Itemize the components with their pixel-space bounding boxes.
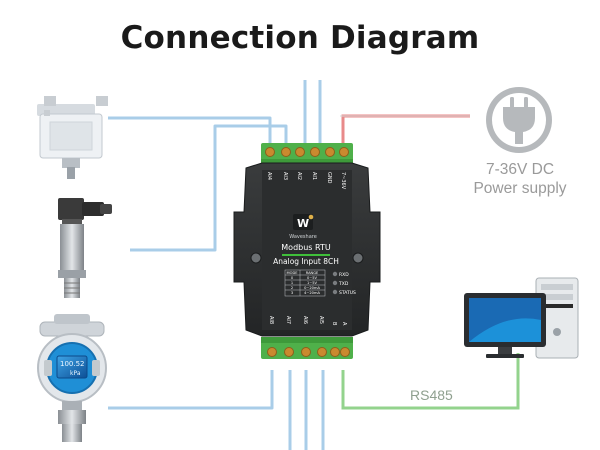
terminal-label-ai1: AI1	[311, 172, 317, 180]
led-label-txd: TXD	[338, 281, 349, 287]
mode-row-3-mode: 3	[291, 291, 293, 295]
top-terminal-block	[261, 143, 353, 165]
terminal-label-ai8: AI8	[268, 316, 274, 324]
humidity-sensor	[37, 96, 108, 179]
terminal-label-ai4: AI4	[266, 172, 272, 180]
pressure-sensor	[58, 198, 112, 298]
module-body: W	[233, 162, 381, 337]
wire-rs485	[341, 353, 520, 410]
rs485-label: RS485	[410, 387, 453, 403]
mode-row-1-mode: 1	[291, 281, 293, 285]
wire-ai4	[108, 116, 272, 145]
mode-row-0-range: 0~5V	[307, 276, 318, 280]
terminal-label-ai2: AI2	[296, 172, 302, 180]
power-supply-text: Power supply	[473, 180, 567, 197]
terminal-label-ai6: AI6	[302, 316, 308, 324]
terminal-label-ai7: AI7	[285, 316, 291, 324]
terminal-label-ai3: AI3	[282, 172, 288, 180]
mode-row-2-range: 0~20mA	[304, 286, 320, 290]
power-plug-icon	[486, 87, 552, 153]
mode-header-range: RANGE	[306, 271, 319, 275]
svg-text:100.52: 100.52	[60, 360, 85, 368]
mode-row-3-range: 4~20mA	[304, 291, 320, 295]
display-transmitter: 100.52 kPa	[37, 314, 107, 442]
terminal-label-b: B	[331, 322, 337, 326]
mode-row-2-mode: 2	[291, 286, 293, 290]
wire-power-positive	[341, 114, 470, 145]
module-name-line2: Analog Input 8CH	[273, 257, 339, 266]
terminal-label-gnd: GND	[326, 172, 332, 184]
page-title: Connection Diagram	[120, 20, 480, 56]
sensor-wires	[108, 80, 325, 450]
mode-table-grid	[284, 269, 326, 297]
wire-ai8	[108, 370, 274, 410]
module-name-line1: Modbus RTU	[281, 243, 331, 252]
terminal-label-power: 7~36V	[340, 172, 346, 190]
led-label-rxd: RXD	[339, 272, 349, 278]
mode-row-1-range: 1~5V	[307, 281, 318, 285]
svg-text:kPa: kPa	[70, 370, 81, 377]
led-label-status: STATUS	[339, 290, 356, 296]
terminal-label-a: A	[341, 322, 347, 326]
power-supply-label: 7-36V DC Power supply	[455, 160, 585, 198]
power-supply-voltage: 7-36V DC	[485, 161, 555, 178]
svg-text:W: W	[297, 217, 309, 230]
computer-illustration	[464, 277, 579, 359]
mode-header-mode: MODE	[287, 271, 299, 275]
bottom-screw-row	[267, 347, 350, 357]
brand-label: Waveshare	[289, 234, 317, 240]
top-screw-row	[265, 147, 349, 157]
terminal-label-ai5: AI5	[318, 316, 324, 324]
wire-ai3	[130, 124, 288, 252]
mode-row-0-mode: 0	[291, 276, 294, 280]
